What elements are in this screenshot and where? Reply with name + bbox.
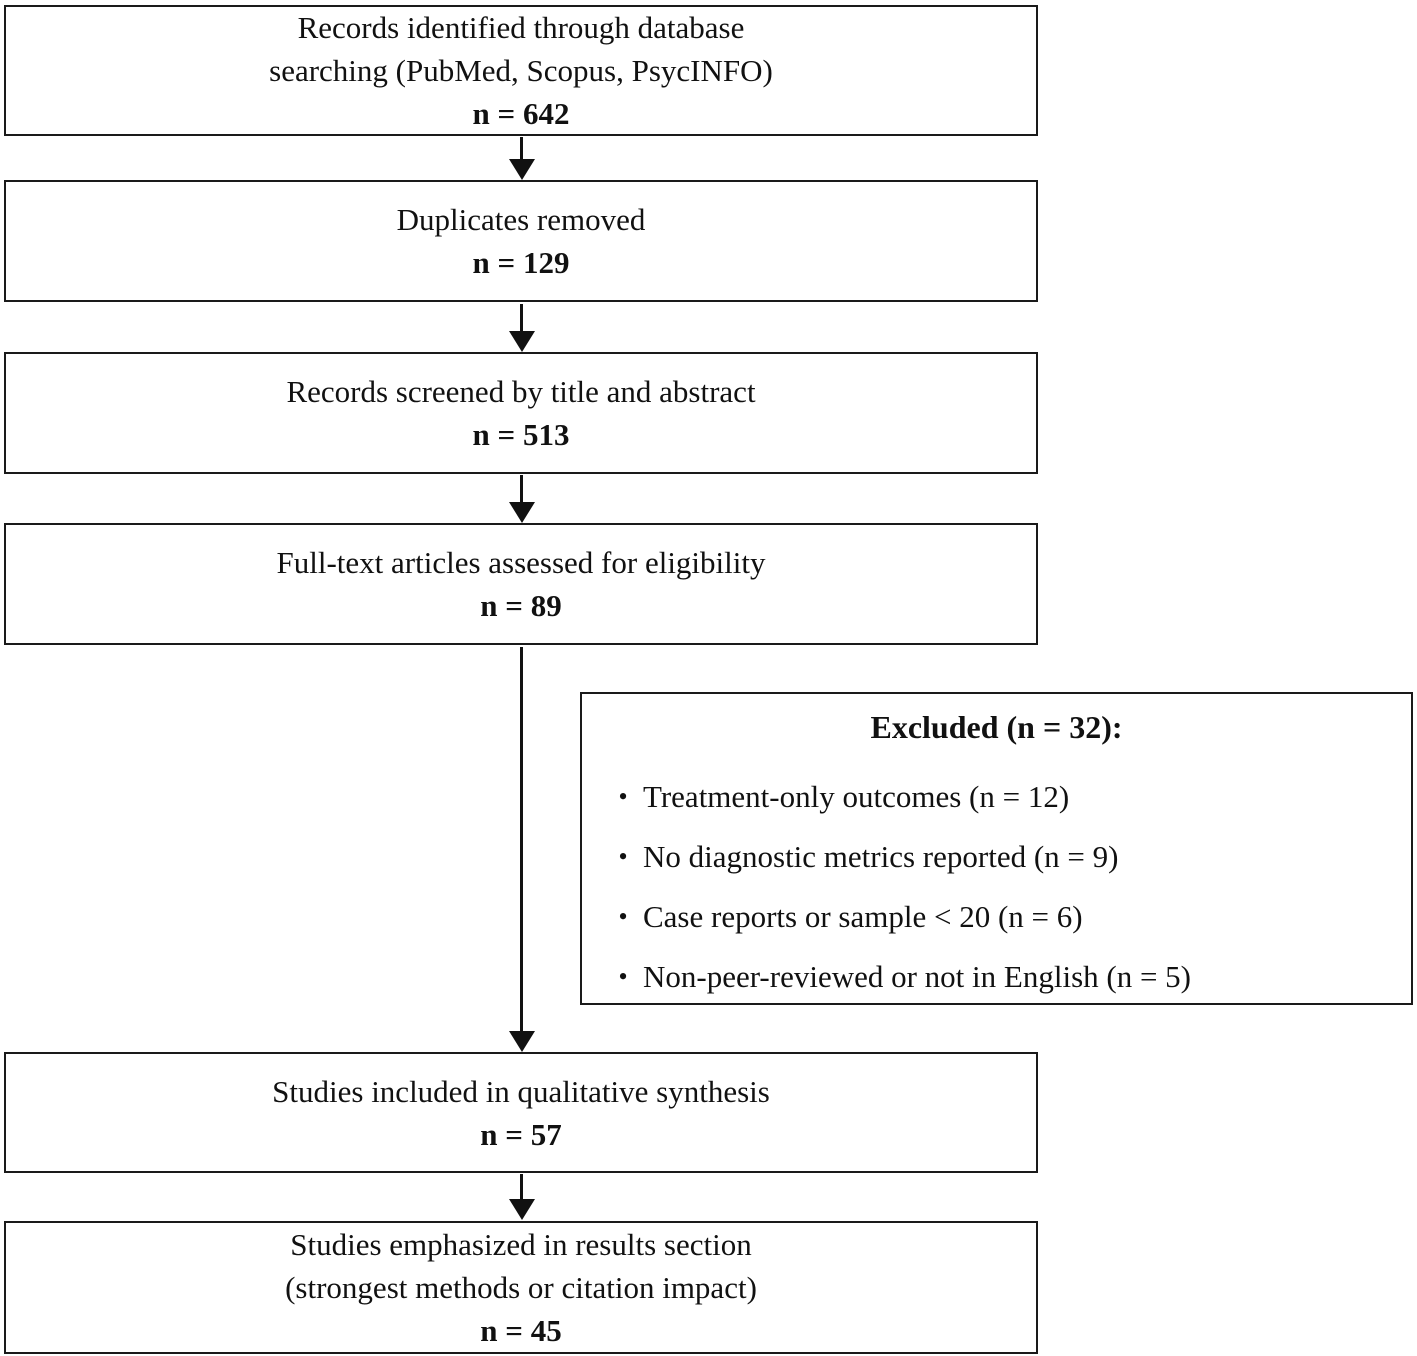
flow-arrow-down-1 — [520, 137, 523, 159]
box-count: n = 57 — [480, 1116, 562, 1152]
flow-arrow-down-2 — [520, 304, 523, 331]
bullet-icon: • — [618, 962, 628, 991]
exclusion-item: • Treatment-only outcomes (n = 12) — [582, 767, 1411, 827]
box-count: n = 129 — [472, 245, 570, 280]
box-count: n = 642 — [472, 96, 570, 131]
box-text-line: Full-text articles assessed for eligibil… — [276, 545, 766, 580]
bullet-icon: • — [618, 902, 628, 931]
flow-arrow-down-3 — [520, 475, 523, 502]
box-text-line: Studies emphasized in results section — [290, 1227, 752, 1262]
flow-box-records-identified: Records identified through database sear… — [4, 5, 1038, 136]
exclusion-box: Excluded (n = 32): • Treatment-only outc… — [580, 692, 1413, 1005]
flow-arrow-down-4 — [520, 1174, 523, 1199]
exclusion-item-text: Treatment-only outcomes (n = 12) — [643, 779, 1070, 814]
flow-box-results-emphasized: Studies emphasized in results section (s… — [4, 1221, 1038, 1354]
box-count: n = 89 — [480, 588, 562, 623]
exclusion-item-text: Non-peer-reviewed or not in English (n =… — [643, 959, 1192, 994]
box-text-line: Records screened by title and abstract — [286, 374, 756, 409]
exclusion-item-text: No diagnostic metrics reported (n = 9) — [643, 839, 1119, 874]
exclusion-item: • Case reports or sample < 20 (n = 6) — [582, 887, 1411, 947]
flow-box-fulltext-assessed: Full-text articles assessed for eligibil… — [4, 523, 1038, 645]
box-count: n = 45 — [480, 1313, 562, 1348]
flow-box-duplicates-removed: Duplicates removed n = 129 — [4, 180, 1038, 302]
exclusion-item-list: • Treatment-only outcomes (n = 12) • No … — [582, 767, 1411, 1007]
box-text-line: Duplicates removed — [396, 202, 646, 237]
box-text-line: Records identified through database — [297, 10, 745, 45]
box-text-line: (strongest methods or citation impact) — [285, 1270, 757, 1305]
flow-box-records-screened: Records screened by title and abstract n… — [4, 352, 1038, 474]
flow-box-qualitative-synthesis: Studies included in qualitative synthesi… — [4, 1052, 1038, 1173]
box-count: n = 513 — [472, 417, 570, 452]
bullet-icon: • — [618, 782, 628, 811]
box-text-line: Studies included in qualitative synthesi… — [272, 1073, 770, 1109]
exclusion-item: • No diagnostic metrics reported (n = 9) — [582, 827, 1411, 887]
flow-arrow-down-long — [520, 647, 523, 1031]
box-text-line: searching (PubMed, Scopus, PsycINFO) — [269, 53, 773, 88]
bullet-icon: • — [618, 842, 628, 871]
exclusion-item: • Non-peer-reviewed or not in English (n… — [582, 947, 1411, 1007]
exclusion-title: Excluded (n = 32): — [870, 709, 1123, 745]
exclusion-item-text: Case reports or sample < 20 (n = 6) — [643, 899, 1083, 934]
